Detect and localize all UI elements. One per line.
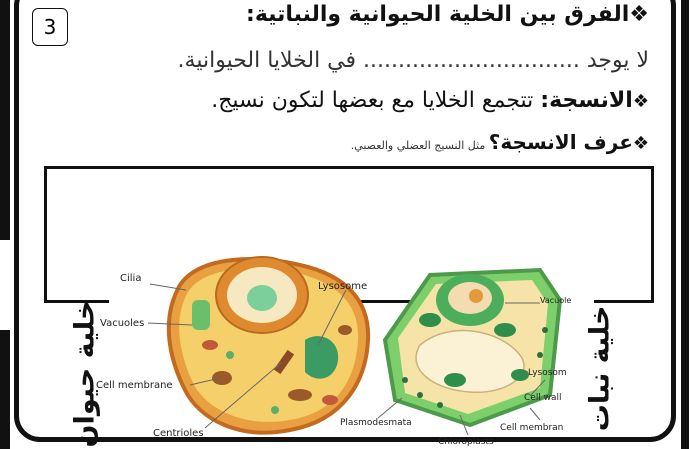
label-vacuoles: Vacuoles (100, 318, 144, 329)
label-plasmodesmata: Plasmodesmata (340, 418, 412, 428)
label-lysosom: Lysosom (528, 368, 567, 378)
label-vacuole: Vacuole (540, 296, 571, 305)
label-centrioles: Centrioles (153, 428, 204, 439)
label-cell-wall: Cell wall (524, 393, 562, 403)
label-cell-membrane: Cell membrane (96, 380, 173, 391)
label-chloroplasts: Chloroplasts (438, 437, 494, 447)
label-cilia: Cilia (120, 273, 141, 284)
label-lysosome: Lysosome (318, 281, 367, 292)
label-cell-membran: Cell membran (500, 423, 563, 433)
